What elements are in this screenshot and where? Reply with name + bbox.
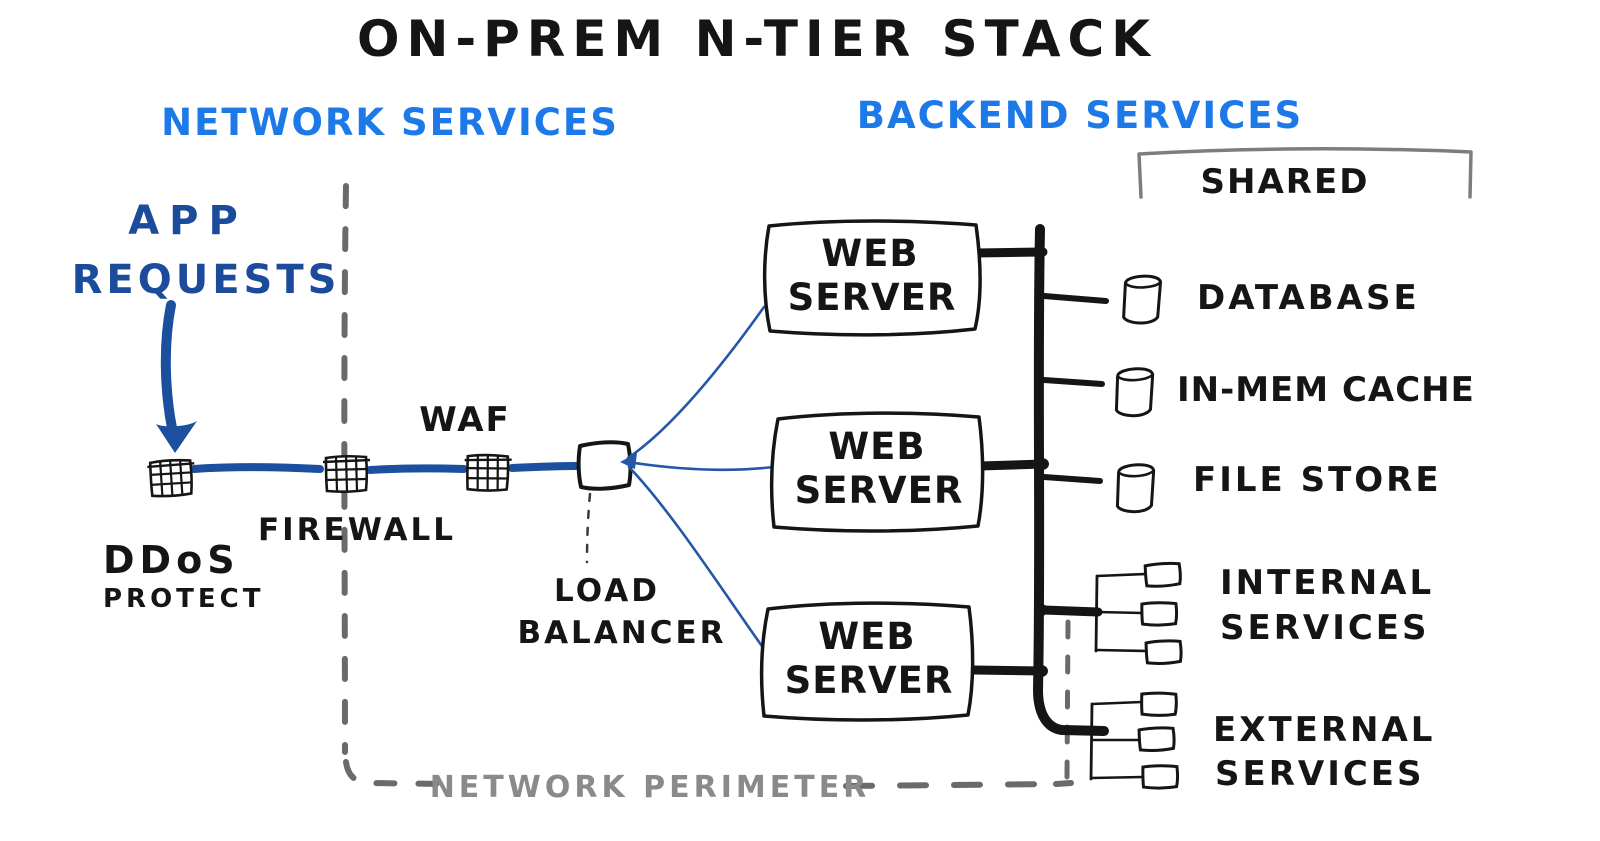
perimeter-label: NETWORK PERIMETER	[430, 770, 871, 805]
web-server-1-line1: WEB	[821, 232, 918, 275]
internal-services-label-line2: SERVICES	[1220, 608, 1430, 648]
internal-services-bracket	[1094, 574, 1099, 653]
lb-link-arrowhead-icon	[620, 453, 637, 469]
file-store-node: FILE STORE	[1115, 460, 1442, 514]
bus-junction-dot	[1034, 604, 1048, 616]
external-services-bracket	[1089, 702, 1094, 781]
shared-bracket	[1137, 147, 1473, 199]
external-service-box-icon	[1137, 726, 1176, 753]
bus-junction-dot	[1035, 458, 1049, 470]
web-server-1-box	[762, 219, 982, 337]
lb-link-web-server-1	[626, 305, 766, 460]
lb-link-web-server-3	[627, 465, 766, 651]
external-stub-3	[1089, 775, 1145, 780]
waf-grid-icon	[462, 452, 514, 493]
external-services-label-line1: EXTERNAL	[1213, 710, 1435, 750]
web-server-3-node: WEB SERVER	[759, 601, 975, 722]
backbone-bus	[969, 224, 1109, 736]
internal-services-node: INTERNAL SERVICES	[1094, 561, 1434, 666]
external-service-box-icon	[1139, 690, 1179, 718]
web-server-2-node: WEB SERVER	[769, 411, 985, 533]
firewall-label: FIREWALL	[258, 512, 456, 548]
page-title: ON-PREM N-TIER STACK	[357, 10, 1157, 68]
network-perimeter: NETWORK PERIMETER	[341, 183, 1074, 805]
ddos-grid-icon	[145, 458, 197, 498]
internal-stub-1	[1095, 572, 1147, 578]
network-services-heading: NETWORK SERVICES	[161, 101, 619, 144]
flow-segment-3	[508, 462, 580, 472]
file-store-cylinder-icon	[1115, 462, 1156, 514]
internal-services-connector	[1039, 605, 1103, 617]
perimeter-left-edge	[341, 183, 349, 755]
perimeter-bottom-right	[843, 781, 1057, 789]
cache-cylinder-icon	[1114, 366, 1155, 418]
internal-service-box-icon	[1140, 600, 1179, 627]
app-requests-arrow-shaft	[160, 300, 177, 433]
database-label: DATABASE	[1197, 278, 1420, 318]
flow-segment-1	[190, 463, 324, 473]
load-balancer-box	[576, 440, 633, 491]
backend-services-heading: BACKEND SERVICES	[857, 94, 1303, 137]
cache-connector	[1041, 377, 1105, 387]
perimeter-right-edge	[1064, 619, 1071, 781]
in-mem-cache-node: IN-MEM CACHE	[1114, 366, 1475, 418]
external-service-box-icon	[1141, 763, 1180, 790]
waf-label: WAF	[419, 400, 511, 440]
web-server-2-box	[769, 411, 985, 533]
external-stub-1	[1090, 700, 1144, 706]
app-requests-line2: REQUESTS	[72, 257, 341, 303]
web-server-3-line2: SERVER	[785, 659, 954, 702]
flow-segment-2	[366, 464, 468, 474]
web-server-3-box	[759, 601, 975, 722]
web-server-2-line1: WEB	[828, 425, 925, 468]
database-node: DATABASE	[1121, 273, 1420, 326]
web-server-3-line1: WEB	[818, 615, 915, 658]
app-requests-line1: APP	[128, 198, 248, 244]
file-store-label: FILE STORE	[1193, 460, 1442, 500]
load-balancer-node: LOAD BALANCER	[517, 440, 726, 651]
bus-junction-dot	[1034, 665, 1048, 677]
firewall-grid-icon	[321, 454, 372, 493]
web-server-1-node: WEB SERVER	[762, 219, 982, 337]
in-mem-cache-label: IN-MEM CACHE	[1177, 370, 1475, 410]
waf-node: WAF	[419, 400, 514, 493]
perimeter-bottom-left	[343, 759, 455, 787]
database-cylinder-icon	[1121, 273, 1163, 326]
ddos-label-line2: PROTECT	[103, 584, 265, 614]
web-server-1-line2: SERVER	[788, 276, 957, 319]
app-requests-arrowhead-icon	[156, 421, 197, 453]
app-requests: APP REQUESTS	[72, 198, 341, 453]
bus-line	[1033, 224, 1109, 736]
internal-services-label-line1: INTERNAL	[1220, 563, 1434, 603]
ingress-flow-line	[190, 462, 580, 474]
external-services-node: EXTERNAL SERVICES	[1089, 690, 1435, 794]
firewall-node: FIREWALL	[258, 454, 456, 548]
load-balancer-label-line2: BALANCER	[517, 615, 726, 651]
ddos-protect-node: DDoS PROTECT	[103, 458, 265, 614]
web-server-1-connector	[972, 247, 1048, 258]
web-server-2-line2: SERVER	[795, 469, 964, 512]
internal-stub-2	[1095, 610, 1144, 615]
load-balancer-callout-line	[585, 492, 592, 564]
load-balancer-links	[620, 305, 775, 651]
perimeter-right-corner	[1053, 780, 1074, 787]
web-server-3-connector	[969, 665, 1048, 676]
internal-service-box-icon	[1144, 639, 1183, 666]
file-store-connector	[1041, 474, 1103, 484]
lb-link-web-server-2	[626, 460, 775, 472]
web-server-2-connector	[975, 459, 1048, 471]
internal-service-box-icon	[1143, 561, 1183, 589]
shared-label: SHARED	[1201, 162, 1370, 202]
database-connector	[1041, 293, 1109, 304]
load-balancer-label-line1: LOAD	[554, 573, 660, 609]
internal-stub-3	[1094, 648, 1148, 653]
ddos-label-line1: DDoS	[103, 538, 240, 582]
external-services-label-line2: SERVICES	[1215, 754, 1425, 794]
